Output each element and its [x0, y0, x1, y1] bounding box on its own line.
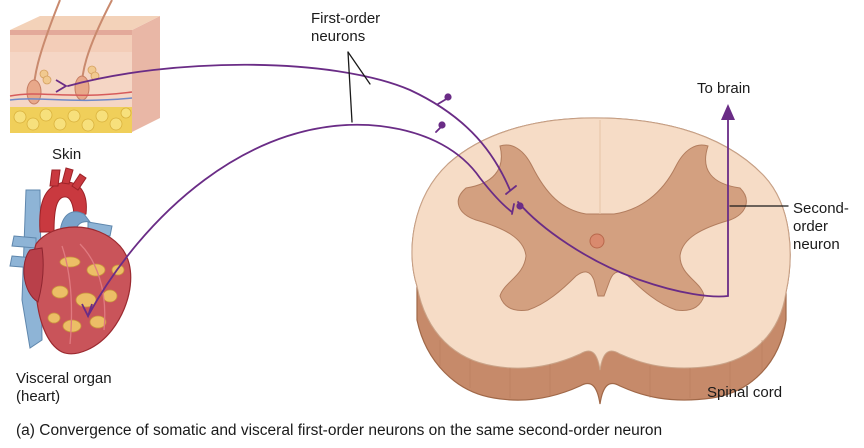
label-line: order [793, 218, 829, 235]
to-brain-label: To brain [697, 80, 751, 97]
label-leader-line [347, 51, 353, 123]
label-line: (heart) [16, 388, 61, 405]
arrowhead-up [721, 104, 735, 120]
to-brain-arrow-icon [721, 104, 735, 120]
figure-caption: (a) Convergence of somatic and visceral … [16, 422, 663, 439]
spinal-cord-illustration [411, 117, 791, 405]
heart-receptor-arrow-icon [81, 303, 93, 319]
label-line: First-order [311, 10, 381, 27]
skin-label: Skin [52, 146, 82, 163]
neuron-cell-bodies [438, 93, 524, 210]
label-line: Second- [793, 200, 849, 217]
skin-receptor-arrow-icon [55, 79, 68, 93]
second-order-neuron [517, 119, 729, 298]
arrowheads [55, 79, 93, 319]
label-line: neurons [311, 28, 366, 45]
label-leader-line [347, 51, 371, 85]
label-line: Visceral organ [16, 370, 112, 387]
somatic-first-order-neuron [67, 63, 511, 191]
visceral-organ-label: Visceral organ (heart) [16, 370, 112, 406]
visceral-first-order-neuron [87, 123, 513, 317]
second-order-cell-body-icon [516, 202, 524, 210]
heart-illustration [9, 167, 132, 355]
second-order-neuron-label: Second- order neuron [793, 200, 849, 254]
neuron-pathways [67, 51, 789, 317]
ganglion-cell-body-icon [438, 121, 446, 129]
label-line: neuron [793, 236, 840, 253]
spinal-cord-label: Spinal cord [707, 384, 783, 401]
ganglion-cell-body-icon [444, 93, 452, 101]
first-order-neurons-label: First-order neurons [311, 10, 380, 46]
skin-illustration [9, 0, 160, 133]
